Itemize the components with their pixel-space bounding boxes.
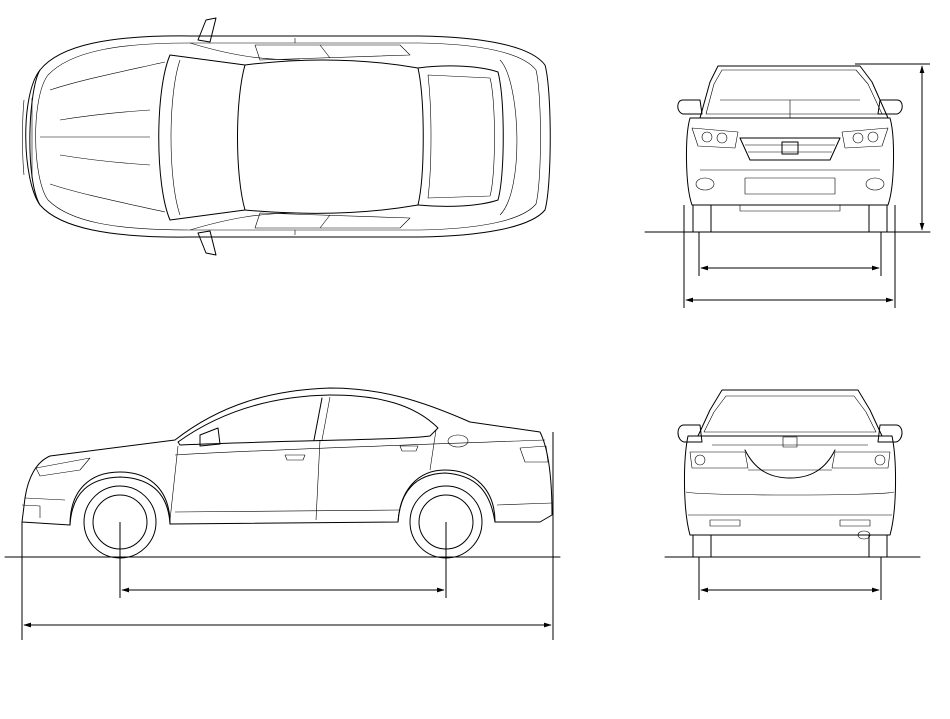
front-view (644, 63, 931, 308)
top-view (22, 17, 551, 256)
rear-view (664, 389, 921, 600)
side-view (4, 387, 561, 640)
